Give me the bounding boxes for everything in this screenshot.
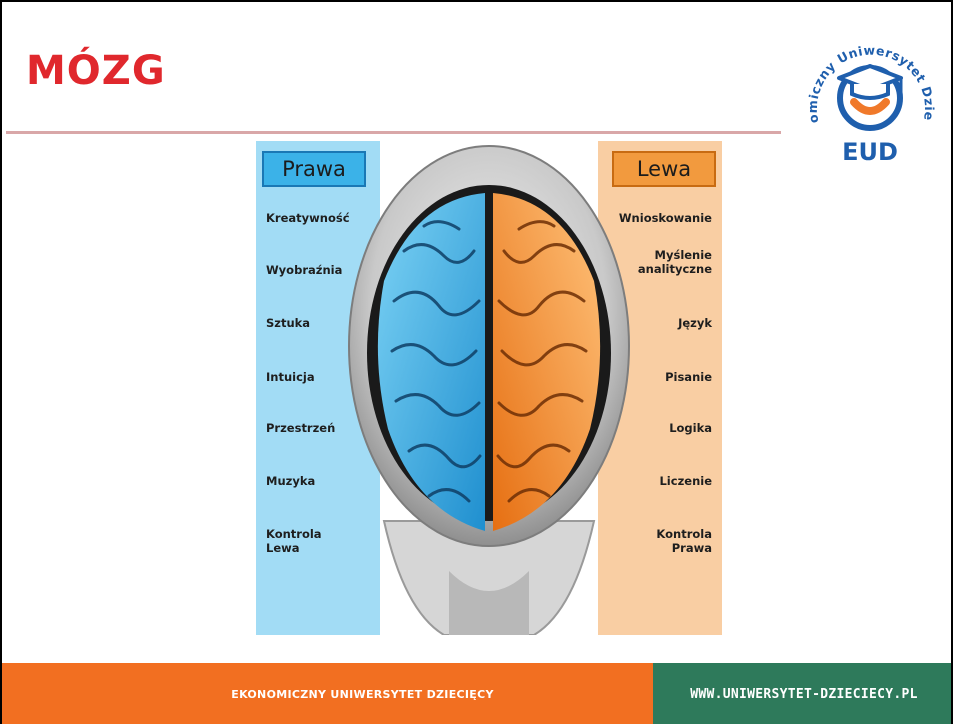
trait-label: Przestrzeń xyxy=(266,421,336,435)
trait-label: Muzyka xyxy=(266,474,316,488)
trait-label: Logika xyxy=(669,421,712,435)
footer-left-bar: EKONOMICZNY UNIWERSYTET DZIECIĘCY xyxy=(2,663,653,724)
trait-label: Sztuka xyxy=(266,316,311,330)
blue-hemisphere xyxy=(377,193,485,531)
trait-label: Język xyxy=(678,316,712,330)
trait-label: Kreatywność xyxy=(266,211,350,225)
eud-logo: Ekonomiczny Uniwersytet Dziecięcy EUD xyxy=(795,2,940,166)
logo-abbreviation: EUD xyxy=(842,138,898,164)
slide-title: MÓZG xyxy=(26,48,166,94)
eud-logo-graphic: Ekonomiczny Uniwersytet Dziecięcy EUD xyxy=(795,2,936,166)
brain-hemispheres-figure: Prawa Kreatywność Wyobraźnia Sztuka Intu… xyxy=(256,141,722,635)
trait-label: Intuicja xyxy=(266,370,315,384)
footer-website-link[interactable]: WWW.UNIWERSYTET-DZIECIECY.PL xyxy=(690,687,918,702)
right-hemisphere-header: Prawa xyxy=(262,151,366,187)
trait-label: Liczenie xyxy=(659,474,712,488)
trait-label: Kontrola Prawa xyxy=(656,527,712,555)
title-divider xyxy=(6,131,781,134)
trait-label: Wyobraźnia xyxy=(266,263,343,277)
footer-right-bar: WWW.UNIWERSYTET-DZIECIECY.PL xyxy=(653,663,951,724)
left-hemisphere-header: Lewa xyxy=(612,151,716,187)
orange-hemisphere xyxy=(493,193,601,531)
trait-label: Myślenie analityczne xyxy=(637,248,712,276)
trait-label: Pisanie xyxy=(665,370,712,384)
right-hemisphere-panel: Prawa Kreatywność Wyobraźnia Sztuka Intu… xyxy=(256,141,380,635)
footer-organization-name: EKONOMICZNY UNIWERSYTET DZIECIĘCY xyxy=(231,688,494,701)
trait-label: Kontrola Lewa xyxy=(266,527,322,555)
brain-illustration xyxy=(348,145,630,635)
trait-label: Wnioskowanie xyxy=(618,211,712,225)
